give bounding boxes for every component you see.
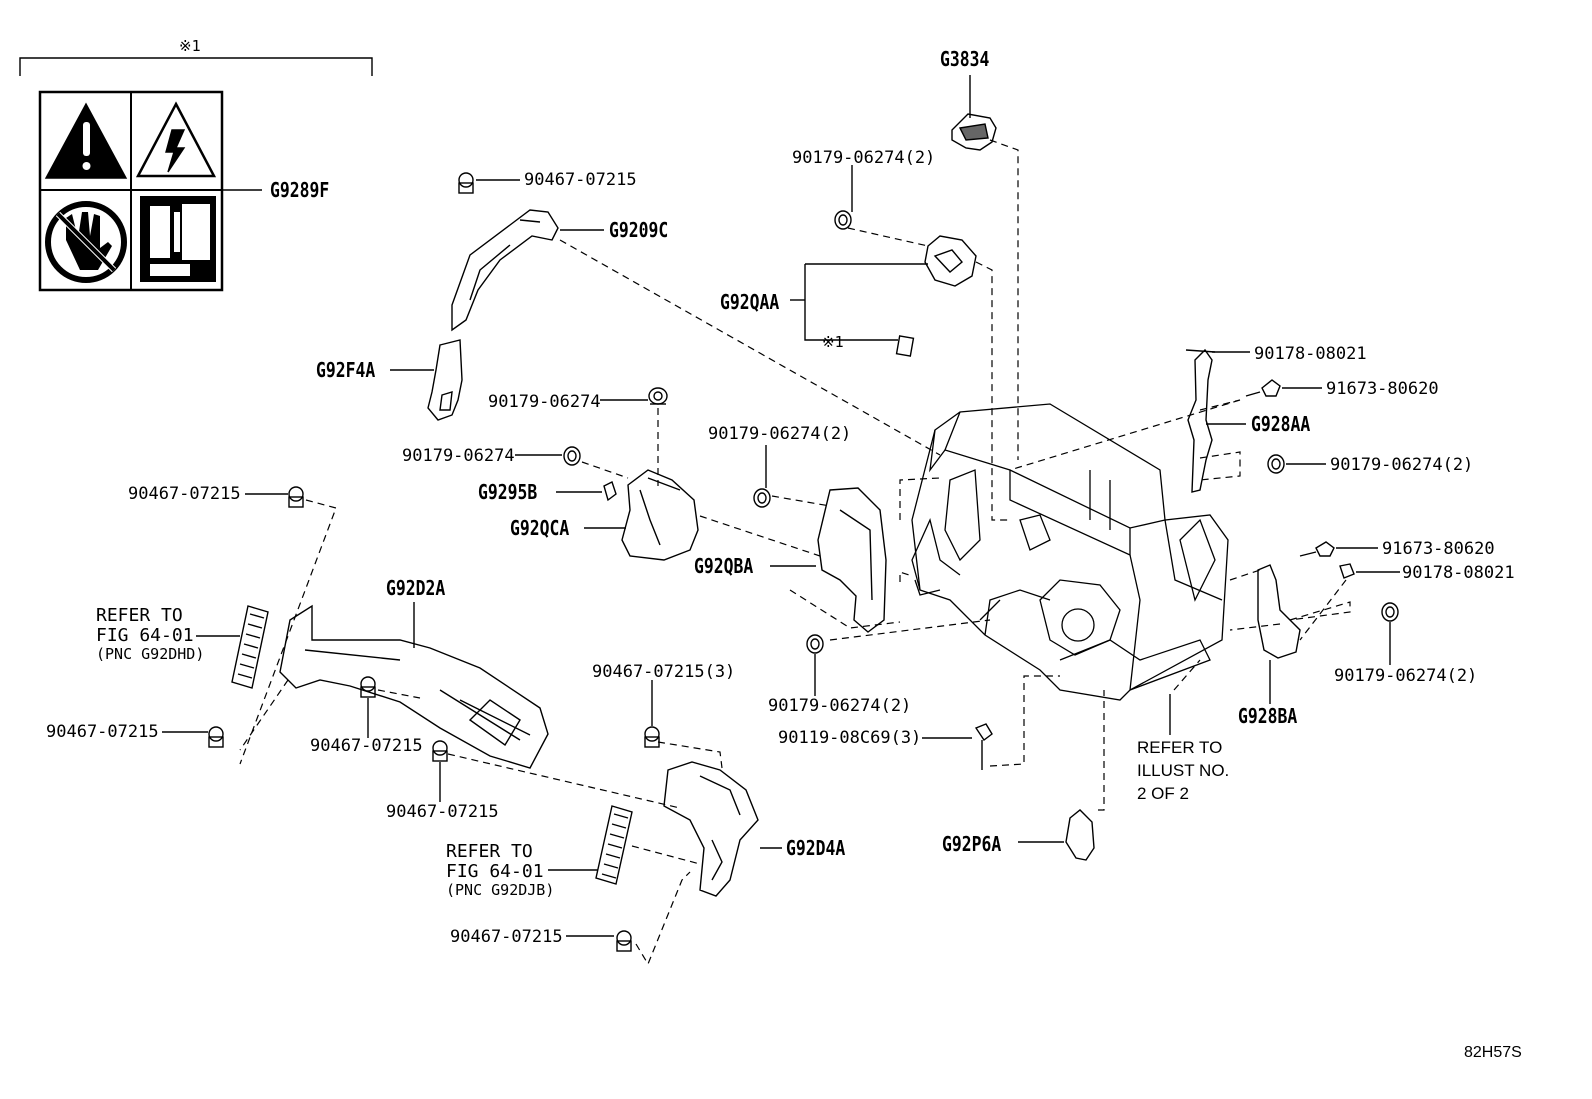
bolt-91673-a [1245, 379, 1281, 397]
clip-90467-3 [644, 726, 660, 748]
part-number-90179-06274-2: 90179-06274(2) [792, 148, 936, 168]
part-number-90179-06274-2-bottom: 90179-06274(2) [768, 696, 912, 716]
warning-triangle-icon [44, 102, 128, 179]
filter-g92dhd [231, 605, 269, 689]
clip-90467-f [616, 930, 632, 952]
part-number-90178-08021: 90178-08021 [1254, 344, 1367, 364]
part-label-g9289f: G9289F [270, 178, 330, 202]
part-label-g92qba: G92QBA [694, 554, 754, 578]
part-label-g928ba: G928BA [1238, 704, 1298, 728]
clip-90467-c [208, 726, 224, 748]
bracket-g928ba [1257, 564, 1301, 659]
clip-90467-top [458, 172, 474, 194]
part-number-90467-07215: 90467-07215 [524, 170, 637, 190]
nut-90179-r2 [1381, 602, 1399, 622]
nut-90179-r1 [1267, 454, 1285, 474]
refer-fig-note-2: REFER TO FIG 64-01 (PNC G92DJB) [446, 841, 555, 899]
duct-g92f4a [427, 339, 463, 421]
part-label-g9295b: G9295B [478, 480, 538, 504]
nut-90179-qba [753, 488, 771, 508]
high-voltage-icon [135, 101, 217, 178]
nut-qaa [834, 210, 852, 230]
bracket-g92qba [817, 487, 887, 633]
duct-g92d2a [279, 604, 549, 769]
part-label-g3834: G3834 [940, 47, 990, 71]
note-mark: ※1 [822, 333, 844, 351]
junction-cover [895, 235, 977, 357]
part-number-91673-80620: 91673-80620 [1326, 379, 1439, 399]
part-number-90467-07215-c: 90467-07215 [46, 722, 159, 742]
bracket-g928aa [1185, 348, 1216, 493]
bolt-90119 [974, 723, 993, 770]
duct-g9209c [451, 209, 559, 332]
nut-90179-bottom [806, 634, 824, 654]
warning-label [38, 90, 224, 292]
service-plug [951, 75, 997, 151]
duct-g92d4a [663, 761, 759, 897]
part-label-g92qaa: G92QAA [720, 290, 780, 314]
part-number-90179-06274-2-r: 90179-06274(2) [1330, 455, 1474, 475]
part-label-g9209c: G9209C [609, 218, 669, 242]
part-number-90467-07215-e: 90467-07215 [386, 802, 499, 822]
clip-90467-d [360, 676, 376, 698]
part-number-91673-80620-b: 91673-80620 [1382, 539, 1495, 559]
bracket-g92p6a [1065, 809, 1095, 861]
no-touch-icon [45, 201, 127, 283]
clip-90467-b [288, 486, 304, 508]
part-number-90178-08021-b: 90178-08021 [1402, 563, 1515, 583]
main-housing [911, 403, 1229, 701]
bolt-91673-b [1299, 541, 1335, 557]
part-label-g92qca: G92QCA [510, 516, 570, 540]
part-label-g92f4a: G92F4A [316, 358, 376, 382]
refer-fig-note-1: REFER TO FIG 64-01 (PNC G92DHD) [96, 605, 205, 663]
part-number-90467-07215-b: 90467-07215 [128, 484, 241, 504]
nut-90179-b [563, 446, 581, 466]
refer-illust-note: REFER TO ILLUST NO. 2 OF 2 [1137, 738, 1230, 803]
note-bracket [19, 57, 373, 76]
diagram-id: 82H57S [1464, 1044, 1522, 1061]
clip-90467-e [432, 740, 448, 762]
part-label-g92p6a: G92P6A [942, 832, 1002, 856]
battery-connector-icon [140, 196, 216, 282]
clip-90178-b [1339, 563, 1355, 579]
part-number-90467-07215-d: 90467-07215 [310, 736, 423, 756]
part-number-90179-06274-2-r2: 90179-06274(2) [1334, 666, 1478, 686]
part-number-90179-06274-a: 90179-06274 [488, 392, 601, 412]
part-number-90467-07215-f: 90467-07215 [450, 927, 563, 947]
nut-90179-c [648, 387, 668, 405]
part-number-90119-08c69-3: 90119-08C69(3) [778, 728, 922, 748]
part-label-g928aa: G928AA [1251, 412, 1311, 436]
cover-g92qca [621, 469, 699, 561]
part-label-g92d4a: G92D4A [786, 836, 846, 860]
filter-g92djb [595, 805, 633, 885]
part-number-90467-07215-3: 90467-07215(3) [592, 662, 736, 682]
part-number-90179-06274-2-m: 90179-06274(2) [708, 424, 852, 444]
clip-g9295b [603, 481, 617, 502]
note-bracket-mark: ※1 [179, 37, 201, 55]
part-label-g92d2a: G92D2A [386, 576, 446, 600]
part-number-90179-06274-b: 90179-06274 [402, 446, 515, 466]
